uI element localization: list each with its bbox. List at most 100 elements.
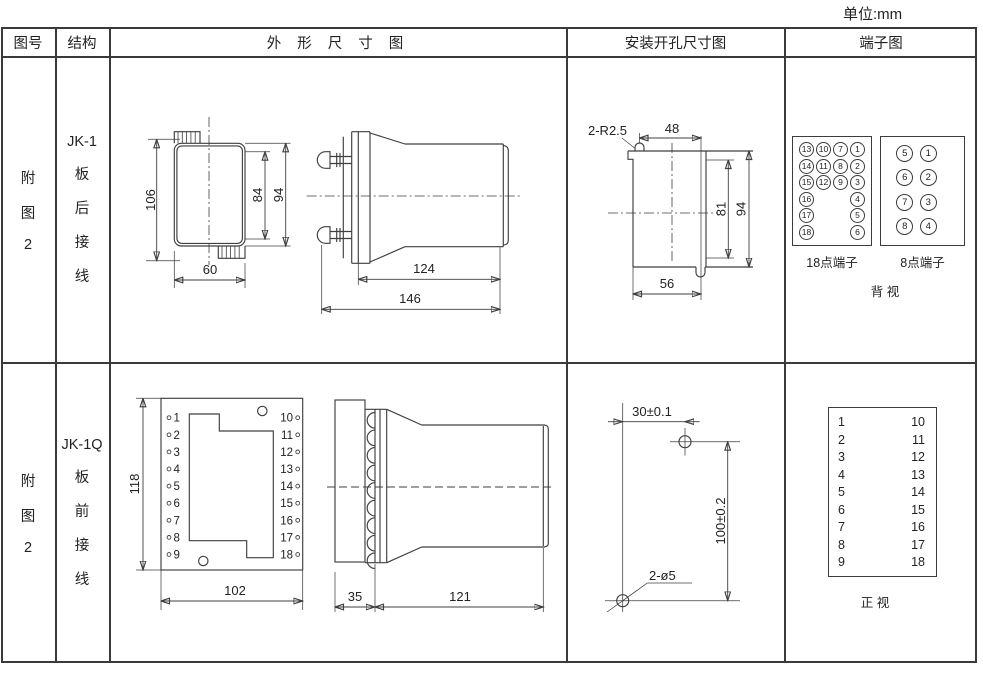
terminal-number: 11 (912, 432, 925, 447)
terminal-bolt-top (316, 151, 352, 169)
header-structure: 结构 (67, 35, 97, 52)
mounting-hole-bottom (198, 555, 209, 567)
grid-vline-2 (109, 27, 111, 663)
text-line: 附 (20, 473, 36, 490)
terminal-empty (817, 225, 830, 238)
terminal-number: 18 (911, 555, 925, 569)
jk1-side-view-drawing: 124 146 (306, 131, 520, 314)
terminal-label: 14 (280, 481, 293, 493)
terminal-dot (295, 415, 301, 421)
terminal-empty (834, 225, 847, 238)
terminal-dot (295, 483, 301, 489)
terminal-dot (166, 449, 172, 455)
terminal-number: 12 (911, 450, 925, 464)
terminal-number: 6 (838, 502, 845, 517)
terminal-circle: 18 (799, 224, 814, 240)
dim-label-30: 30±0.1 (632, 404, 672, 419)
terminal-dot (295, 466, 301, 472)
terminal-circle: 9 (833, 175, 848, 191)
terminal-number: 15 (911, 502, 925, 517)
dim-label-56: 56 (660, 276, 674, 291)
terminal-circle: 16 (799, 191, 814, 207)
text-line: 后 (74, 200, 90, 217)
terminal-dot (166, 500, 172, 506)
screw-terminal-bumps (366, 411, 376, 570)
terminal-label: 4 (174, 464, 181, 476)
hole-diameter-label: 2-ø5 (649, 568, 676, 583)
grid-vline-4 (784, 27, 786, 663)
terminal-circle: 3 (919, 193, 937, 211)
terminal-circle: 2 (919, 169, 937, 187)
terminal-dot (166, 466, 172, 472)
terminal-number: 16 (911, 520, 925, 534)
terminal-empty (817, 208, 830, 221)
text-line: 线 (74, 268, 90, 285)
terminal-circle: 15 (799, 175, 814, 191)
terminal-dot (295, 552, 301, 557)
terminal-dot (295, 535, 301, 540)
terminal-dot (166, 552, 172, 557)
terminal-circle: 3 (850, 175, 865, 191)
terminal-dot (295, 517, 301, 523)
terminal-circle: 4 (919, 217, 937, 235)
text-line: 2 (23, 539, 33, 556)
terminal-dot (295, 432, 301, 438)
dim-label-48: 48 (665, 121, 679, 136)
header-install: 安装开孔尺寸图 (624, 35, 727, 52)
terminal-empty (817, 192, 830, 205)
terminal-circle: 1 (850, 142, 865, 157)
terminal-number: 9 (838, 555, 845, 569)
terminal-label: 3 (174, 447, 180, 459)
terminal-label: 9 (174, 550, 180, 562)
terminal-circle: 5 (896, 145, 914, 162)
text-line: 板 (74, 469, 90, 486)
dim-label-94b: 94 (734, 202, 749, 216)
terminal-label: 13 (280, 464, 293, 476)
terminal-circle: 1 (919, 145, 937, 162)
terminal-label: 11 (281, 430, 293, 442)
text-line: 前 (74, 503, 90, 520)
terminal-circle: 11 (816, 158, 831, 174)
terminal-circle: 2 (850, 158, 865, 174)
terminal-number: 4 (838, 467, 845, 482)
dim-label-106: 106 (143, 189, 158, 211)
terminal-number: 1 (838, 415, 845, 429)
terminal-label: 1 (174, 413, 180, 425)
terminal-label: 16 (280, 515, 293, 527)
terminal-circle: 14 (799, 158, 814, 174)
terminal-number: 17 (911, 537, 925, 552)
header-terminal: 端子图 (859, 35, 903, 52)
terminal-label: 18 (280, 550, 293, 562)
grid-vline-3 (566, 27, 568, 663)
header-outline: 外 形 尺 寸 图 (266, 35, 410, 52)
terminal-grid-8-label: 8点端子 (900, 256, 945, 270)
dim-label-94: 94 (271, 188, 286, 202)
terminal-bolt-bottom (316, 226, 352, 244)
row2-view-label: 正 视 (860, 596, 890, 610)
terminal-label: 2 (174, 430, 180, 442)
terminal-circle: 8 (896, 217, 914, 235)
terminal-empty (834, 208, 847, 221)
terminal-circle: 5 (850, 208, 865, 224)
dim-label-118: 118 (127, 474, 142, 495)
row1-view-label: 背 视 (870, 285, 900, 299)
terminal-dot (166, 517, 172, 523)
terminal-dot (295, 449, 301, 455)
terminal-number: 5 (838, 485, 845, 499)
terminal-number: 14 (911, 485, 925, 499)
header-fig: 图号 (13, 35, 43, 52)
terminal-number: 3 (838, 450, 845, 464)
terminal-empty (834, 192, 847, 205)
terminal-grid-18-label: 18点端子 (806, 256, 858, 270)
terminal-circle: 10 (816, 142, 831, 157)
terminal-number: 7 (838, 520, 845, 534)
dim-label-84: 84 (250, 188, 265, 202)
dim-label-121: 121 (449, 589, 471, 604)
terminal-number: 2 (838, 432, 845, 447)
